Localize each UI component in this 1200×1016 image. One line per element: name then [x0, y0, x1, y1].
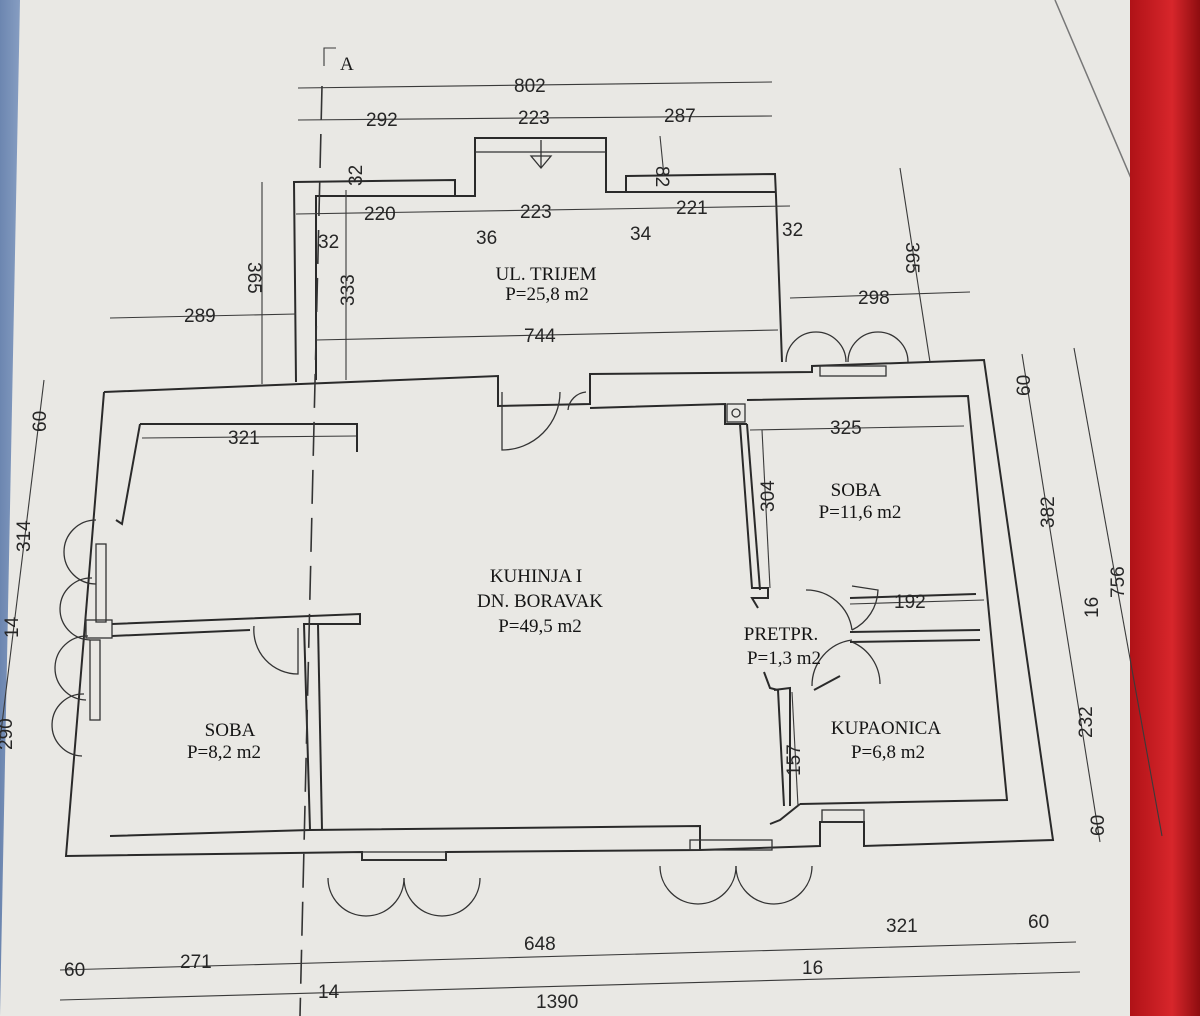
dim-bottom-60-right: 60	[1028, 912, 1049, 933]
dim-room-157: 157	[784, 744, 805, 776]
dim-bottom-16: 16	[802, 958, 823, 979]
dimension-labels: 802 292 223 287 220 223 221 744 82 32 32…	[0, 76, 1129, 1013]
soba-left-name: SOBA	[205, 720, 256, 741]
interior-walls	[111, 403, 981, 831]
dim-pillar-36: 36	[476, 228, 497, 249]
dim-top-a: 292	[366, 110, 398, 131]
red-cover-edge	[1130, 0, 1200, 1016]
dim-porch-a: 220	[364, 204, 396, 225]
bathroom-area: P=6,8 m2	[851, 742, 925, 763]
dim-right-60-top: 60	[1014, 375, 1035, 396]
room-soba-right: SOBA P=11,6 m2	[819, 480, 902, 523]
kitchen-name-line1: KUHINJA I	[490, 566, 582, 587]
dim-top-total: 802	[514, 76, 546, 97]
dim-left-314: 314	[14, 520, 35, 552]
dim-wall-32-b: 32	[318, 232, 339, 253]
dim-right-232: 232	[1076, 706, 1097, 738]
dim-right-16: 16	[1082, 597, 1103, 618]
dim-bottom-total: 1390	[536, 992, 578, 1013]
dim-right-756: 756	[1108, 566, 1129, 598]
dimension-lines	[0, 81, 1163, 1001]
dim-bottom-648: 648	[524, 934, 556, 955]
soba-left-area: P=8,2 m2	[187, 742, 261, 763]
dim-room-325: 325	[830, 418, 862, 439]
room-soba-left: SOBA P=8,2 m2	[187, 720, 261, 763]
doors	[51, 331, 909, 917]
porch-walls	[292, 137, 783, 383]
dim-porch-c: 221	[676, 198, 708, 219]
soba-right-name: SOBA	[831, 480, 882, 501]
dim-left-365: 365	[243, 262, 264, 294]
dim-pillar-34: 34	[630, 224, 652, 245]
dim-room-304: 304	[758, 480, 779, 512]
porch-area: P=25,8 m2	[505, 284, 589, 305]
dim-bottom-60-left: 60	[64, 960, 85, 981]
dim-bottom-14: 14	[318, 982, 340, 1003]
dim-right-298: 298	[858, 288, 890, 309]
dim-wall-32-c: 32	[782, 220, 803, 241]
room-porch: UL. TRIJEM P=25,8 m2	[496, 264, 597, 305]
dim-room-321: 321	[228, 428, 260, 449]
soba-right-area: P=11,6 m2	[819, 502, 902, 523]
dim-porch-b: 223	[520, 202, 552, 223]
dim-room-192: 192	[894, 592, 926, 613]
dim-left-289: 289	[184, 306, 216, 327]
dim-left-60: 60	[30, 411, 51, 432]
dim-left-290: 290	[0, 718, 17, 750]
dim-right-60-bottom: 60	[1088, 815, 1109, 836]
dim-right-365: 365	[901, 242, 922, 274]
dim-left-14: 14	[2, 616, 23, 638]
dim-bottom-321: 321	[886, 916, 918, 937]
hall-name: PRETPR.	[744, 624, 818, 645]
dim-top-c: 287	[664, 106, 696, 127]
section-marker: A	[340, 54, 354, 75]
dim-step: 82	[651, 166, 672, 187]
porch-name: UL. TRIJEM	[496, 264, 597, 285]
dim-wall-32-a: 32	[346, 165, 367, 186]
room-bathroom: KUPAONICA P=6,8 m2	[831, 718, 941, 763]
room-hall: PRETPR. P=1,3 m2	[744, 624, 821, 669]
section-line-a	[299, 47, 336, 1016]
bathroom-name: KUPAONICA	[831, 718, 941, 739]
dim-top-b: 223	[518, 108, 550, 129]
dim-left-333: 333	[338, 274, 359, 306]
room-kitchen: KUHINJA I DN. BORAVAK P=49,5 m2	[477, 566, 603, 637]
hall-area: P=1,3 m2	[747, 648, 821, 669]
dim-right-382: 382	[1038, 496, 1059, 528]
kitchen-name-line2: DN. BORAVAK	[477, 591, 603, 612]
kitchen-area: P=49,5 m2	[498, 616, 582, 637]
dim-bottom-271: 271	[180, 952, 212, 973]
dim-porch-inner: 744	[524, 326, 556, 347]
